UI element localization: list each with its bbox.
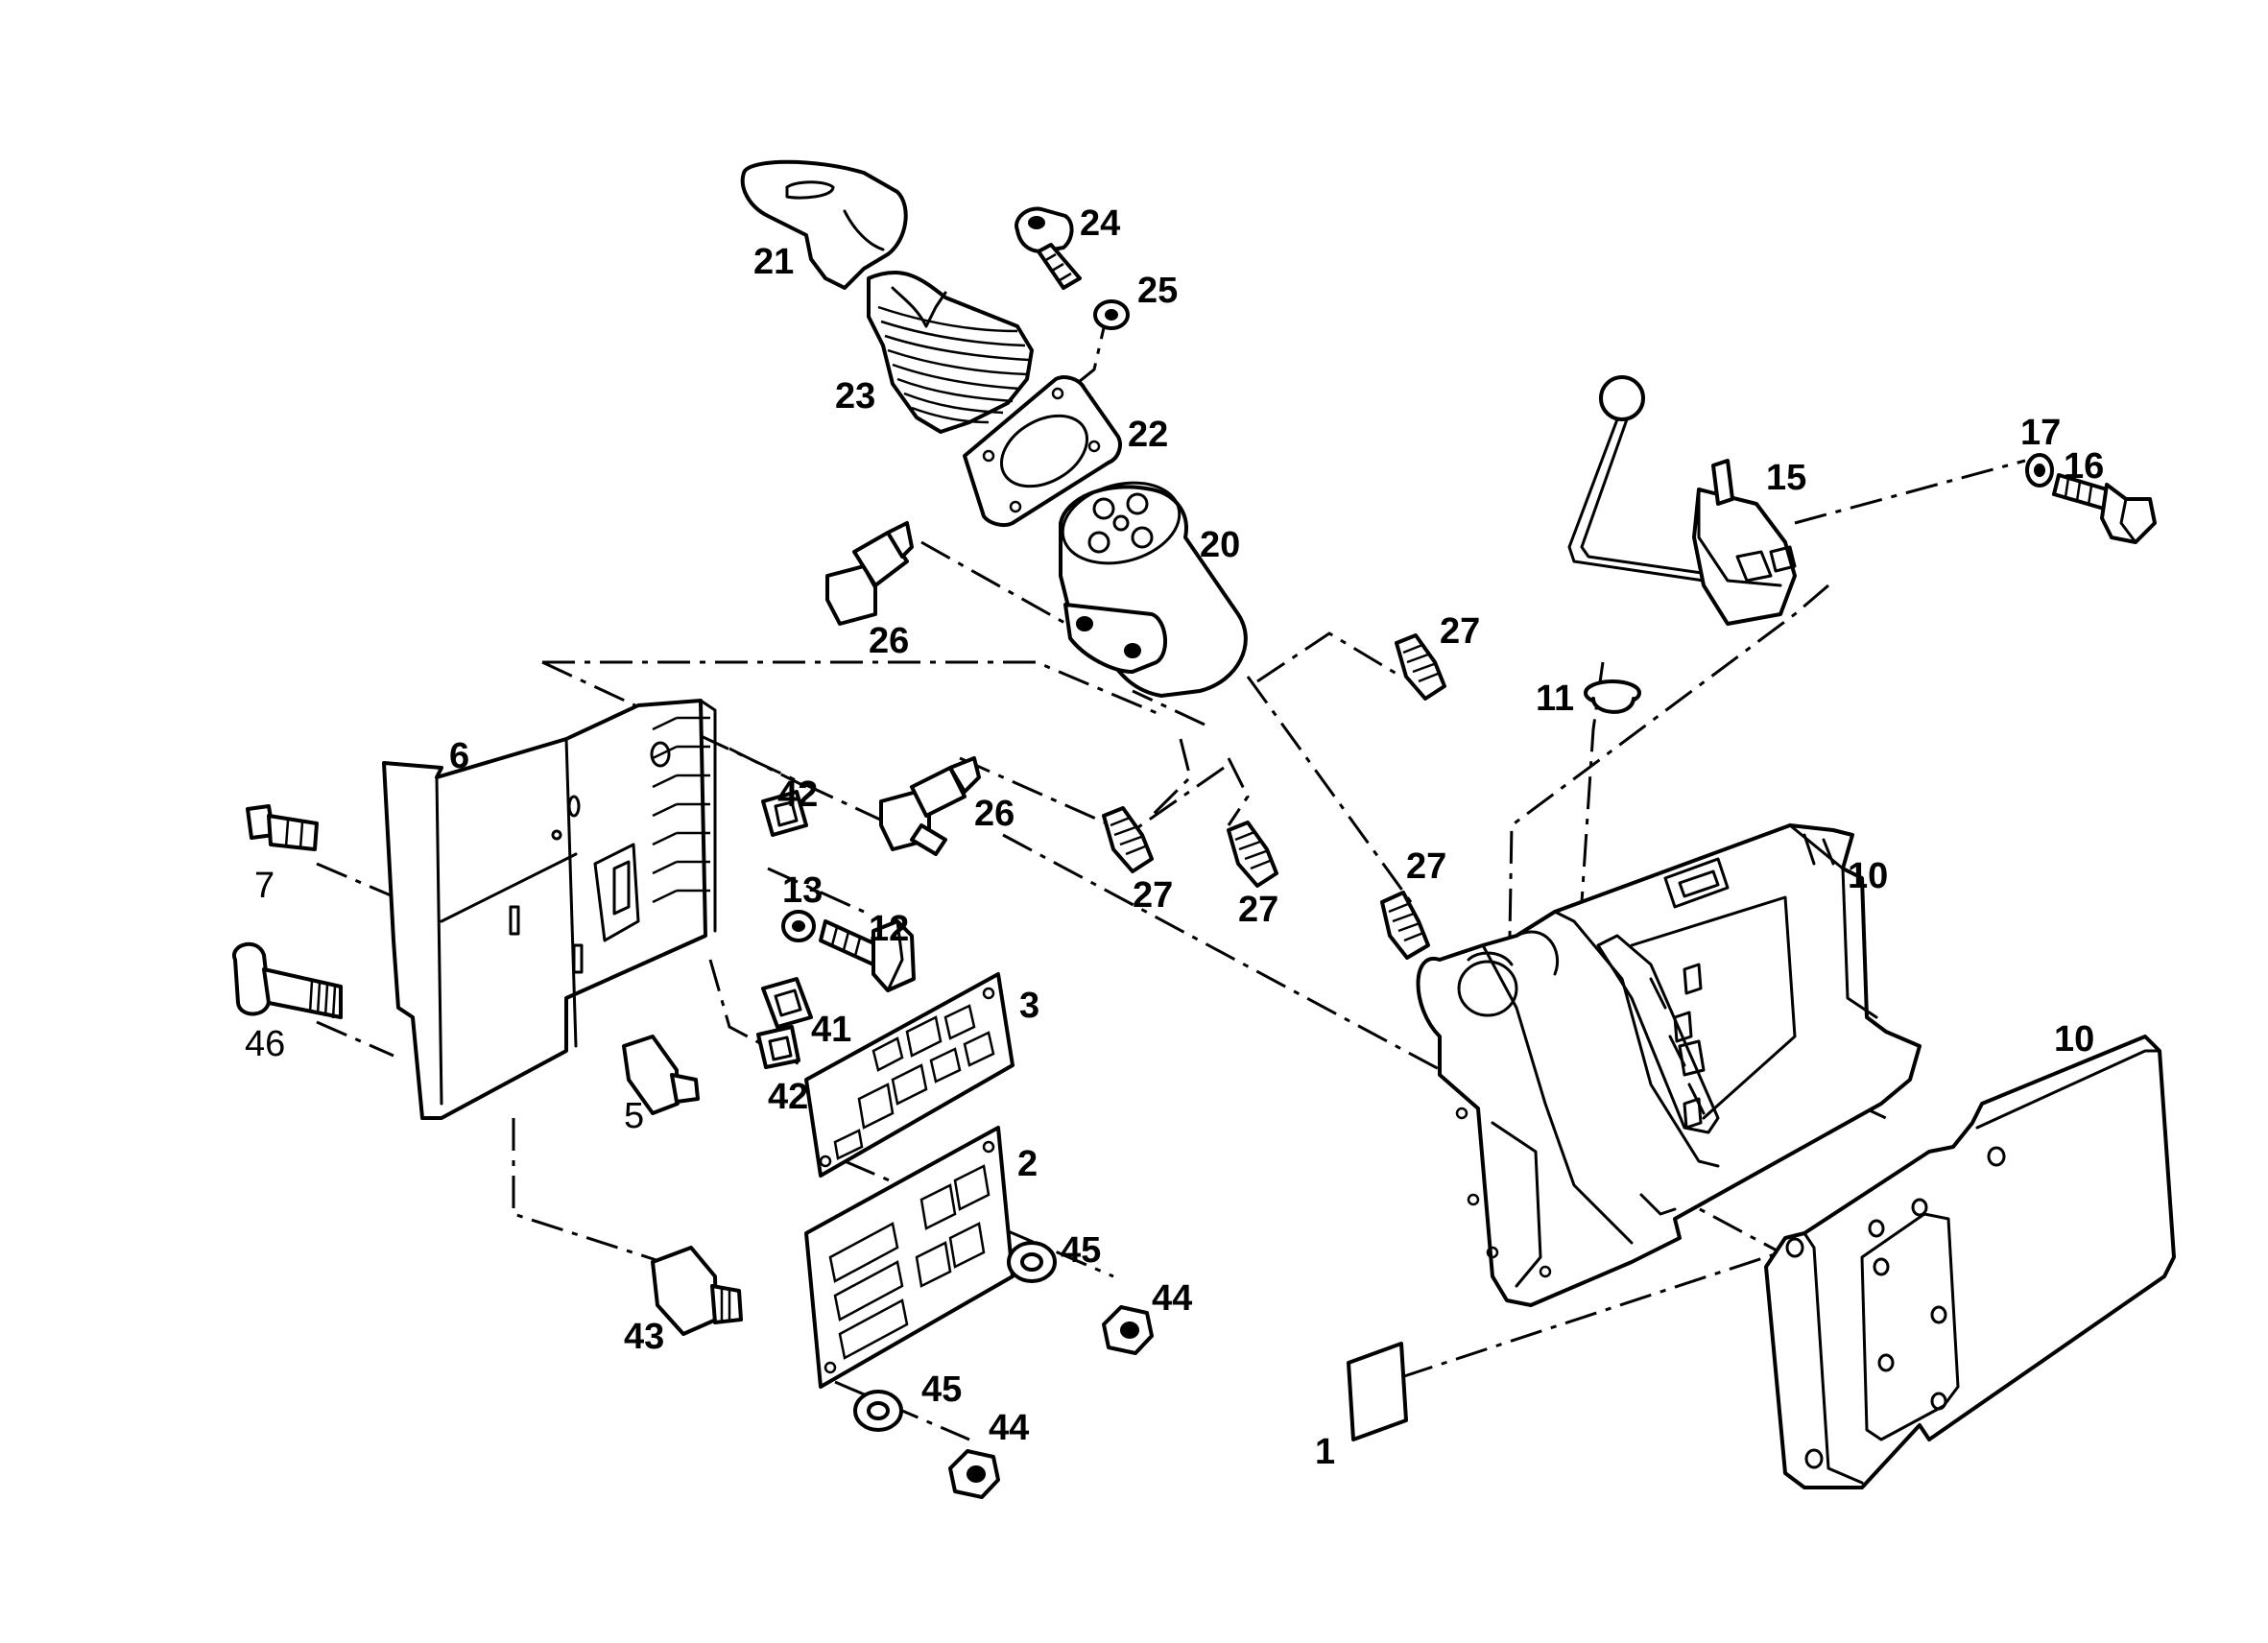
callout-43: 43 xyxy=(624,1317,664,1357)
part-27-fitting-c xyxy=(1227,821,1278,888)
part-1-label xyxy=(1347,1342,1408,1441)
part-17-washer xyxy=(2025,453,2054,488)
part-41-switch xyxy=(761,977,813,1029)
part-27-fitting-b xyxy=(1102,806,1154,873)
callout-20: 20 xyxy=(1200,525,1240,565)
callout-27-d: 27 xyxy=(1406,846,1446,887)
callout-12: 12 xyxy=(869,909,909,949)
part-44-nut-lower xyxy=(948,1449,1000,1499)
part-44-nut-upper xyxy=(1102,1305,1154,1355)
callout-23: 23 xyxy=(835,376,875,417)
part-27-fitting-a xyxy=(1395,633,1446,701)
callout-45-upper: 45 xyxy=(1061,1230,1101,1271)
callout-42-top: 42 xyxy=(777,774,818,815)
part-6-bracket xyxy=(382,699,717,1120)
callout-11: 11 xyxy=(1536,679,1574,719)
callout-1: 1 xyxy=(1315,1432,1335,1472)
part-42-clip-top xyxy=(761,790,808,837)
callout-22: 22 xyxy=(1128,415,1168,455)
part-12-bolt xyxy=(819,919,916,992)
callout-25: 25 xyxy=(1137,271,1178,311)
callout-46: 46 xyxy=(245,1024,285,1064)
part-24-screw xyxy=(1015,206,1082,290)
callout-24: 24 xyxy=(1080,203,1120,244)
callout-42-bottom: 42 xyxy=(768,1077,808,1117)
callout-labels: 21 24 25 23 22 20 26 26 27 27 27 27 11 1… xyxy=(245,203,2104,1472)
part-3-circuit-board xyxy=(804,972,1015,1178)
callout-5: 5 xyxy=(624,1096,644,1136)
part-16-bolt xyxy=(2052,473,2157,544)
callout-16: 16 xyxy=(2064,446,2104,487)
callout-3: 3 xyxy=(1019,986,1039,1026)
callout-44-lower: 44 xyxy=(989,1408,1029,1448)
callout-45-lower: 45 xyxy=(921,1369,962,1410)
callout-26-lower: 26 xyxy=(974,794,1015,834)
part-26-fitting-upper xyxy=(825,521,914,626)
part-46-bolt xyxy=(231,941,343,1019)
part-21-handle-grip xyxy=(740,159,908,290)
part-23-bellows xyxy=(867,270,1034,434)
part-15-lever-switch xyxy=(1567,375,1797,626)
part-45-washer-upper xyxy=(1007,1241,1057,1283)
callout-10-cover: 10 xyxy=(2054,1019,2094,1060)
callout-2: 2 xyxy=(1017,1144,1038,1184)
part-11-plug xyxy=(1584,679,1641,714)
callout-27-c: 27 xyxy=(1238,890,1278,930)
part-2-relay-board xyxy=(804,1126,1015,1389)
callout-15: 15 xyxy=(1766,458,1806,498)
callout-27-a: 27 xyxy=(1440,611,1480,652)
part-10-cover-plate xyxy=(1764,1035,2176,1489)
callout-44-upper: 44 xyxy=(1152,1278,1192,1319)
callout-13: 13 xyxy=(782,870,823,911)
part-45-washer-lower xyxy=(853,1390,903,1432)
part-27-fitting-d xyxy=(1380,891,1430,960)
callout-41: 41 xyxy=(811,1010,851,1050)
part-26-fitting-lower xyxy=(879,756,981,856)
part-43-standoff xyxy=(651,1246,743,1336)
part-13-washer xyxy=(781,910,816,942)
callout-27-b: 27 xyxy=(1133,875,1173,916)
callout-26-upper: 26 xyxy=(869,621,909,661)
callout-17: 17 xyxy=(2020,413,2061,453)
part-5-standoff xyxy=(622,1035,700,1115)
callout-21: 21 xyxy=(753,242,794,282)
part-7-bolt xyxy=(246,804,319,851)
part-42-clip-bottom xyxy=(756,1025,800,1069)
part-20-valve-body xyxy=(1059,481,1248,698)
part-22-gasket-plate xyxy=(963,375,1122,527)
callout-7: 7 xyxy=(254,866,275,906)
callout-10-housing: 10 xyxy=(1848,856,1888,896)
part-10-console-housing xyxy=(1416,823,1922,1307)
part-25-washer xyxy=(1093,299,1130,330)
callout-6: 6 xyxy=(449,736,469,776)
